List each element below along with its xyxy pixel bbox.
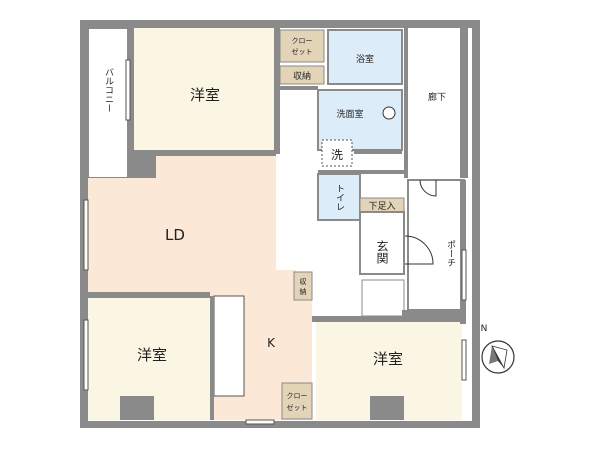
closet-top-label-1: クロー xyxy=(292,37,313,45)
compass-icon xyxy=(481,340,515,374)
kitchen-counter xyxy=(213,295,245,397)
balcony-label: バルコニー xyxy=(103,67,114,112)
corridor-label: 廊下 xyxy=(428,91,446,103)
porch-door-swing xyxy=(419,179,437,197)
storage-kitchen xyxy=(293,271,313,301)
toilet-label: トイレ xyxy=(334,184,345,211)
window-marks xyxy=(83,59,467,425)
storage-top-label: 収納 xyxy=(293,70,311,82)
entrance-door-swing xyxy=(404,235,434,265)
porch-label: ポーチ xyxy=(445,240,456,267)
storage-kitchen-label-1: 収 xyxy=(300,278,307,286)
ld-label: LD xyxy=(165,226,185,244)
storage-kitchen-label-2: 納 xyxy=(300,287,307,296)
closet-bottom xyxy=(281,382,313,420)
bedroom-top xyxy=(128,28,276,154)
corridor-wall-right xyxy=(460,20,468,178)
closet-bottom-label-2: ゼット xyxy=(287,403,308,412)
compass-north-label: N xyxy=(481,324,488,334)
entrance-label-1: 玄関 xyxy=(375,239,389,264)
shoe-closet-label: 下足入 xyxy=(368,201,395,212)
bedroom-right-column xyxy=(370,396,404,420)
closet-top xyxy=(279,29,325,63)
washroom-label: 洗面室 xyxy=(336,108,363,120)
bathroom-label: 浴室 xyxy=(356,53,374,65)
closet-bottom-label-1: クロー xyxy=(287,392,308,400)
bedroom-top-label: 洋室 xyxy=(190,86,220,104)
bedroom-right-label: 洋室 xyxy=(373,350,403,368)
ld-area xyxy=(88,154,296,298)
closet-top-label-2: ゼット xyxy=(292,47,313,56)
bedroom-left-column xyxy=(120,396,154,420)
washer-label: 洗 xyxy=(331,148,343,162)
bedroom-left-label: 洋室 xyxy=(137,346,167,364)
bathroom xyxy=(327,29,403,85)
porch xyxy=(407,179,465,311)
washer-spot xyxy=(321,139,353,167)
entrance xyxy=(359,211,405,275)
sink-icon xyxy=(382,106,396,120)
entrance-step xyxy=(361,279,405,317)
kitchen-label: K xyxy=(267,336,276,350)
